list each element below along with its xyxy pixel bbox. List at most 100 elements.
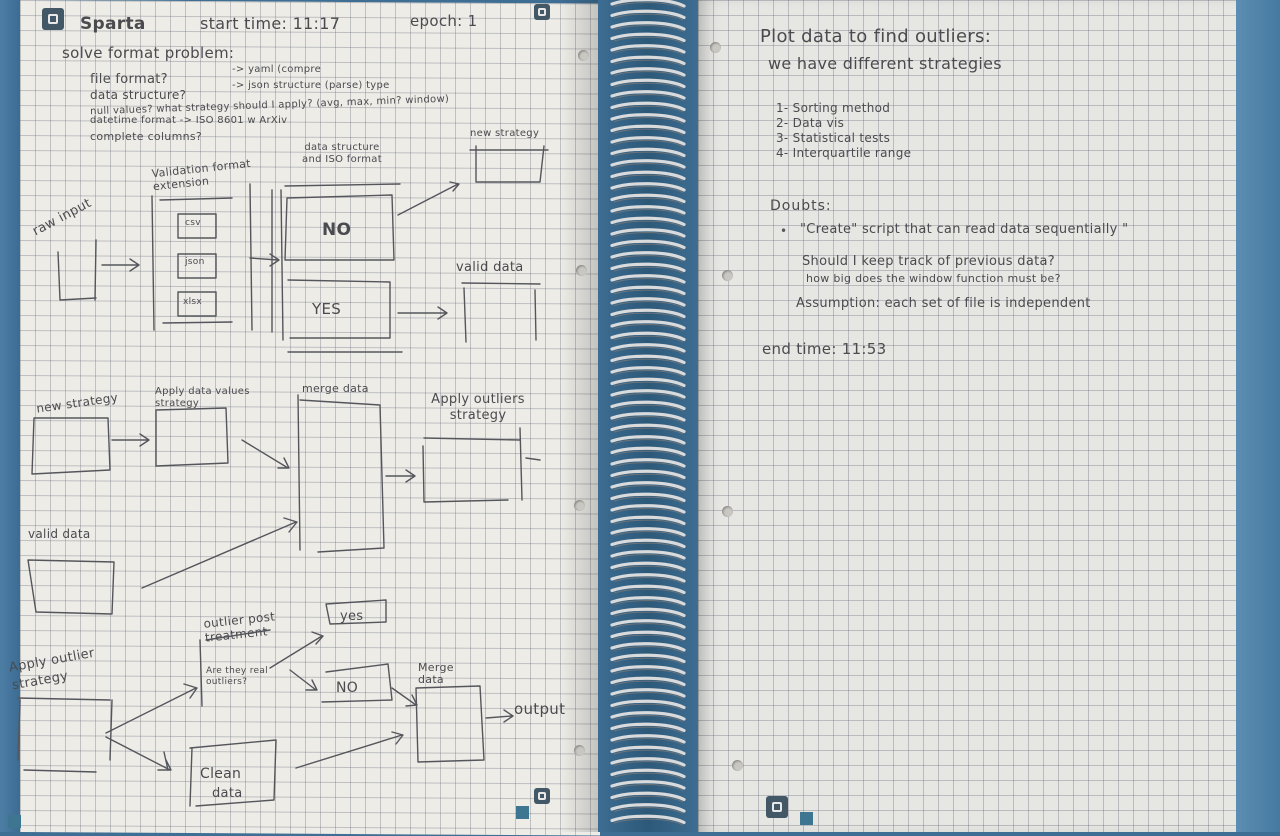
spiral-coil [610,182,686,192]
spiral-coil-shadow [613,232,684,239]
spiral-coil-shadow [613,324,684,331]
spiral-coil [610,504,686,514]
flow-label: Are they real outliers? [206,666,268,687]
spiral-coil-shadow [613,289,684,297]
notebook-cover-right [1236,0,1280,832]
spiral-coil-shadow [613,163,684,170]
spiral-coil [610,0,686,8]
spiral-coil-shadow [613,13,684,21]
spiral-coil-shadow [613,186,684,193]
spiral-coil [610,331,686,342]
spiral-coil [610,147,686,158]
spiral-coil [610,699,686,710]
flow-label: Merge data [418,661,454,686]
strategy-item: 2- Data vis [776,116,845,130]
spiral-coil-shadow [613,692,684,699]
spiral-coil-shadow [613,623,684,630]
spiral-coil [610,458,686,468]
spiral-coil [610,343,686,353]
spiral-coil-shadow [613,680,684,688]
spiral-coil [610,216,686,227]
spiral-coil [610,101,686,112]
flow-no: NO [322,220,352,240]
spiral-coil [610,607,686,618]
spiral-coil [610,642,686,652]
spiral-coil-shadow [613,703,684,711]
spiral-coil [610,113,686,123]
spiral-coil-shadow [613,82,684,90]
note-line: -> yaml (compre [232,64,322,75]
note-line: -> json structure (parse) type [232,80,390,91]
spiral-coil-shadow [613,151,684,159]
spiral-coil [610,676,686,687]
spiral-coil [610,136,686,146]
flow-label: Clean [200,766,242,782]
spiral-coil [610,550,686,560]
spiral-coil [610,32,686,43]
spiral-coil [610,193,686,204]
spiral-coil [610,251,686,261]
corner-logo-icon [766,796,788,818]
spiral-coil-shadow [613,726,684,734]
spiral-coil-shadow [613,427,684,435]
section-title: solve format problem: [62,44,235,62]
doubt-item: Assumption: each set of file is independ… [796,296,1091,311]
binder-hole [574,500,585,511]
spiral-coil-shadow [613,220,684,228]
spiral-coil-shadow [613,611,684,619]
spiral-coil [610,561,686,572]
note-line: datetime format -> ISO 8601 w ArXiv [90,115,288,126]
right-subheading: we have different strategies [768,54,1002,73]
spiral-coil [610,412,686,422]
doubt-item: how big does the window function must be… [806,272,1061,285]
spiral-coil-shadow [613,278,684,285]
spiral-coil [610,297,686,307]
spiral-coil [610,239,686,250]
doubt-item: "Create" script that can read data seque… [800,222,1129,237]
spiral-coil [610,124,686,135]
spiral-coil [610,791,686,802]
flow-label: merge data [302,382,369,395]
spiral-coil [610,734,686,744]
spiral-coil [610,67,686,77]
spiral-coil [610,78,686,89]
spiral-coil [610,320,686,330]
flow-yes: YES [312,300,342,318]
spiral-coil-shadow [613,301,684,308]
spiral-coil [610,262,686,273]
spiral-coil-shadow [613,209,684,216]
flow-label: Apply data values strategy [155,386,250,409]
spiral-coil-shadow [613,565,684,573]
spiral-coil [610,780,686,790]
binder-hole [722,506,733,517]
strategy-item: 4- Interquartile range [776,146,912,160]
spiral-coil [610,55,686,66]
spiral-coil-shadow [613,600,684,607]
spiral-coil [610,308,686,319]
flow-output: output [514,700,566,718]
bullet-icon: • [780,224,788,238]
spiral-coil-shadow [613,439,684,446]
spiral-coil [610,538,686,549]
spiral-coil [610,446,686,457]
flow-label: valid data [456,260,524,275]
spiral-coil-shadow [613,462,684,469]
spiral-coil [610,722,686,733]
flow-yes: yes [340,609,364,624]
spiral-coil-shadow [613,94,684,101]
strategy-item: 3- Statistical tests [776,131,891,145]
spiral-coil-shadow [613,450,684,458]
spiral-coil-shadow [613,646,684,653]
spiral-coil-shadow [613,669,684,676]
binder-hole [578,50,589,61]
spiral-coil-shadow [613,358,684,366]
spiral-coil [610,768,686,779]
spiral-coil-shadow [613,485,684,492]
spiral-coil-shadow [613,784,684,791]
spiral-coil-shadow [613,243,684,251]
spiral-coil-shadow [613,128,684,136]
spiral-coil-shadow [613,577,684,584]
binder-hole [574,745,585,756]
note-line: data structure? [90,88,187,102]
